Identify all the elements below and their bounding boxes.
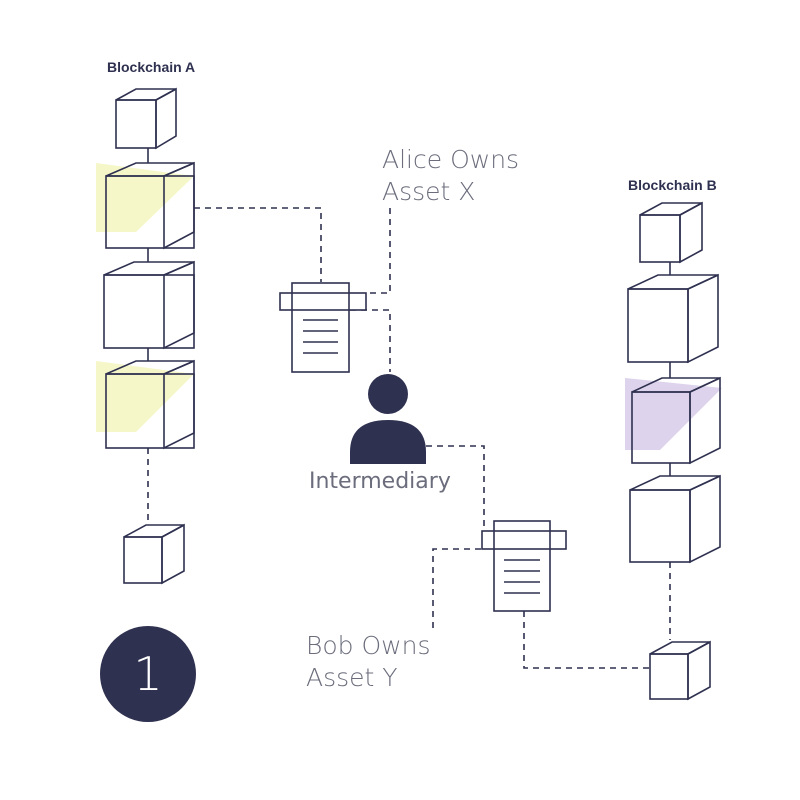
- link-alice-to-doc1: [370, 208, 391, 294]
- alice-owns-line1: Alice Owns: [382, 145, 520, 174]
- block-cube-icon: [103, 260, 195, 350]
- alice-owns-line2: Asset X: [382, 177, 476, 206]
- block-cube-icon: [627, 273, 719, 364]
- link-a-to-doc1: [194, 207, 322, 282]
- block-cube-icon: [96, 359, 195, 450]
- bob-owns-line2: Asset Y: [306, 663, 398, 692]
- person-icon: [350, 374, 426, 464]
- link-bob-to-doc2: [432, 548, 482, 628]
- step-number: 1: [133, 647, 163, 701]
- bob-owns-label: Bob Owns Asset Y: [306, 630, 430, 694]
- block-cube-icon: [123, 523, 185, 585]
- block-cube-icon: [639, 201, 703, 264]
- blockchain-b-title: Blockchain B: [628, 177, 717, 193]
- block-cube-icon: [96, 161, 195, 250]
- block-cube-icon: [115, 87, 177, 150]
- block-cube-icon: [629, 474, 721, 564]
- link-doc2-to-b5: [523, 611, 650, 669]
- link-person-to-doc2: [426, 445, 485, 530]
- document-icon: [279, 282, 367, 373]
- alice-owns-label: Alice Owns Asset X: [382, 144, 519, 208]
- step-number-badge: 1: [100, 626, 196, 722]
- link-doc1-to-person: [350, 309, 391, 372]
- block-cube-icon: [625, 376, 722, 465]
- blockchain-a-title: Blockchain A: [107, 59, 196, 75]
- intermediary-label: Intermediary: [309, 469, 451, 494]
- bob-owns-line1: Bob Owns: [306, 631, 431, 660]
- document-icon: [481, 520, 567, 612]
- block-cube-icon: [649, 640, 711, 701]
